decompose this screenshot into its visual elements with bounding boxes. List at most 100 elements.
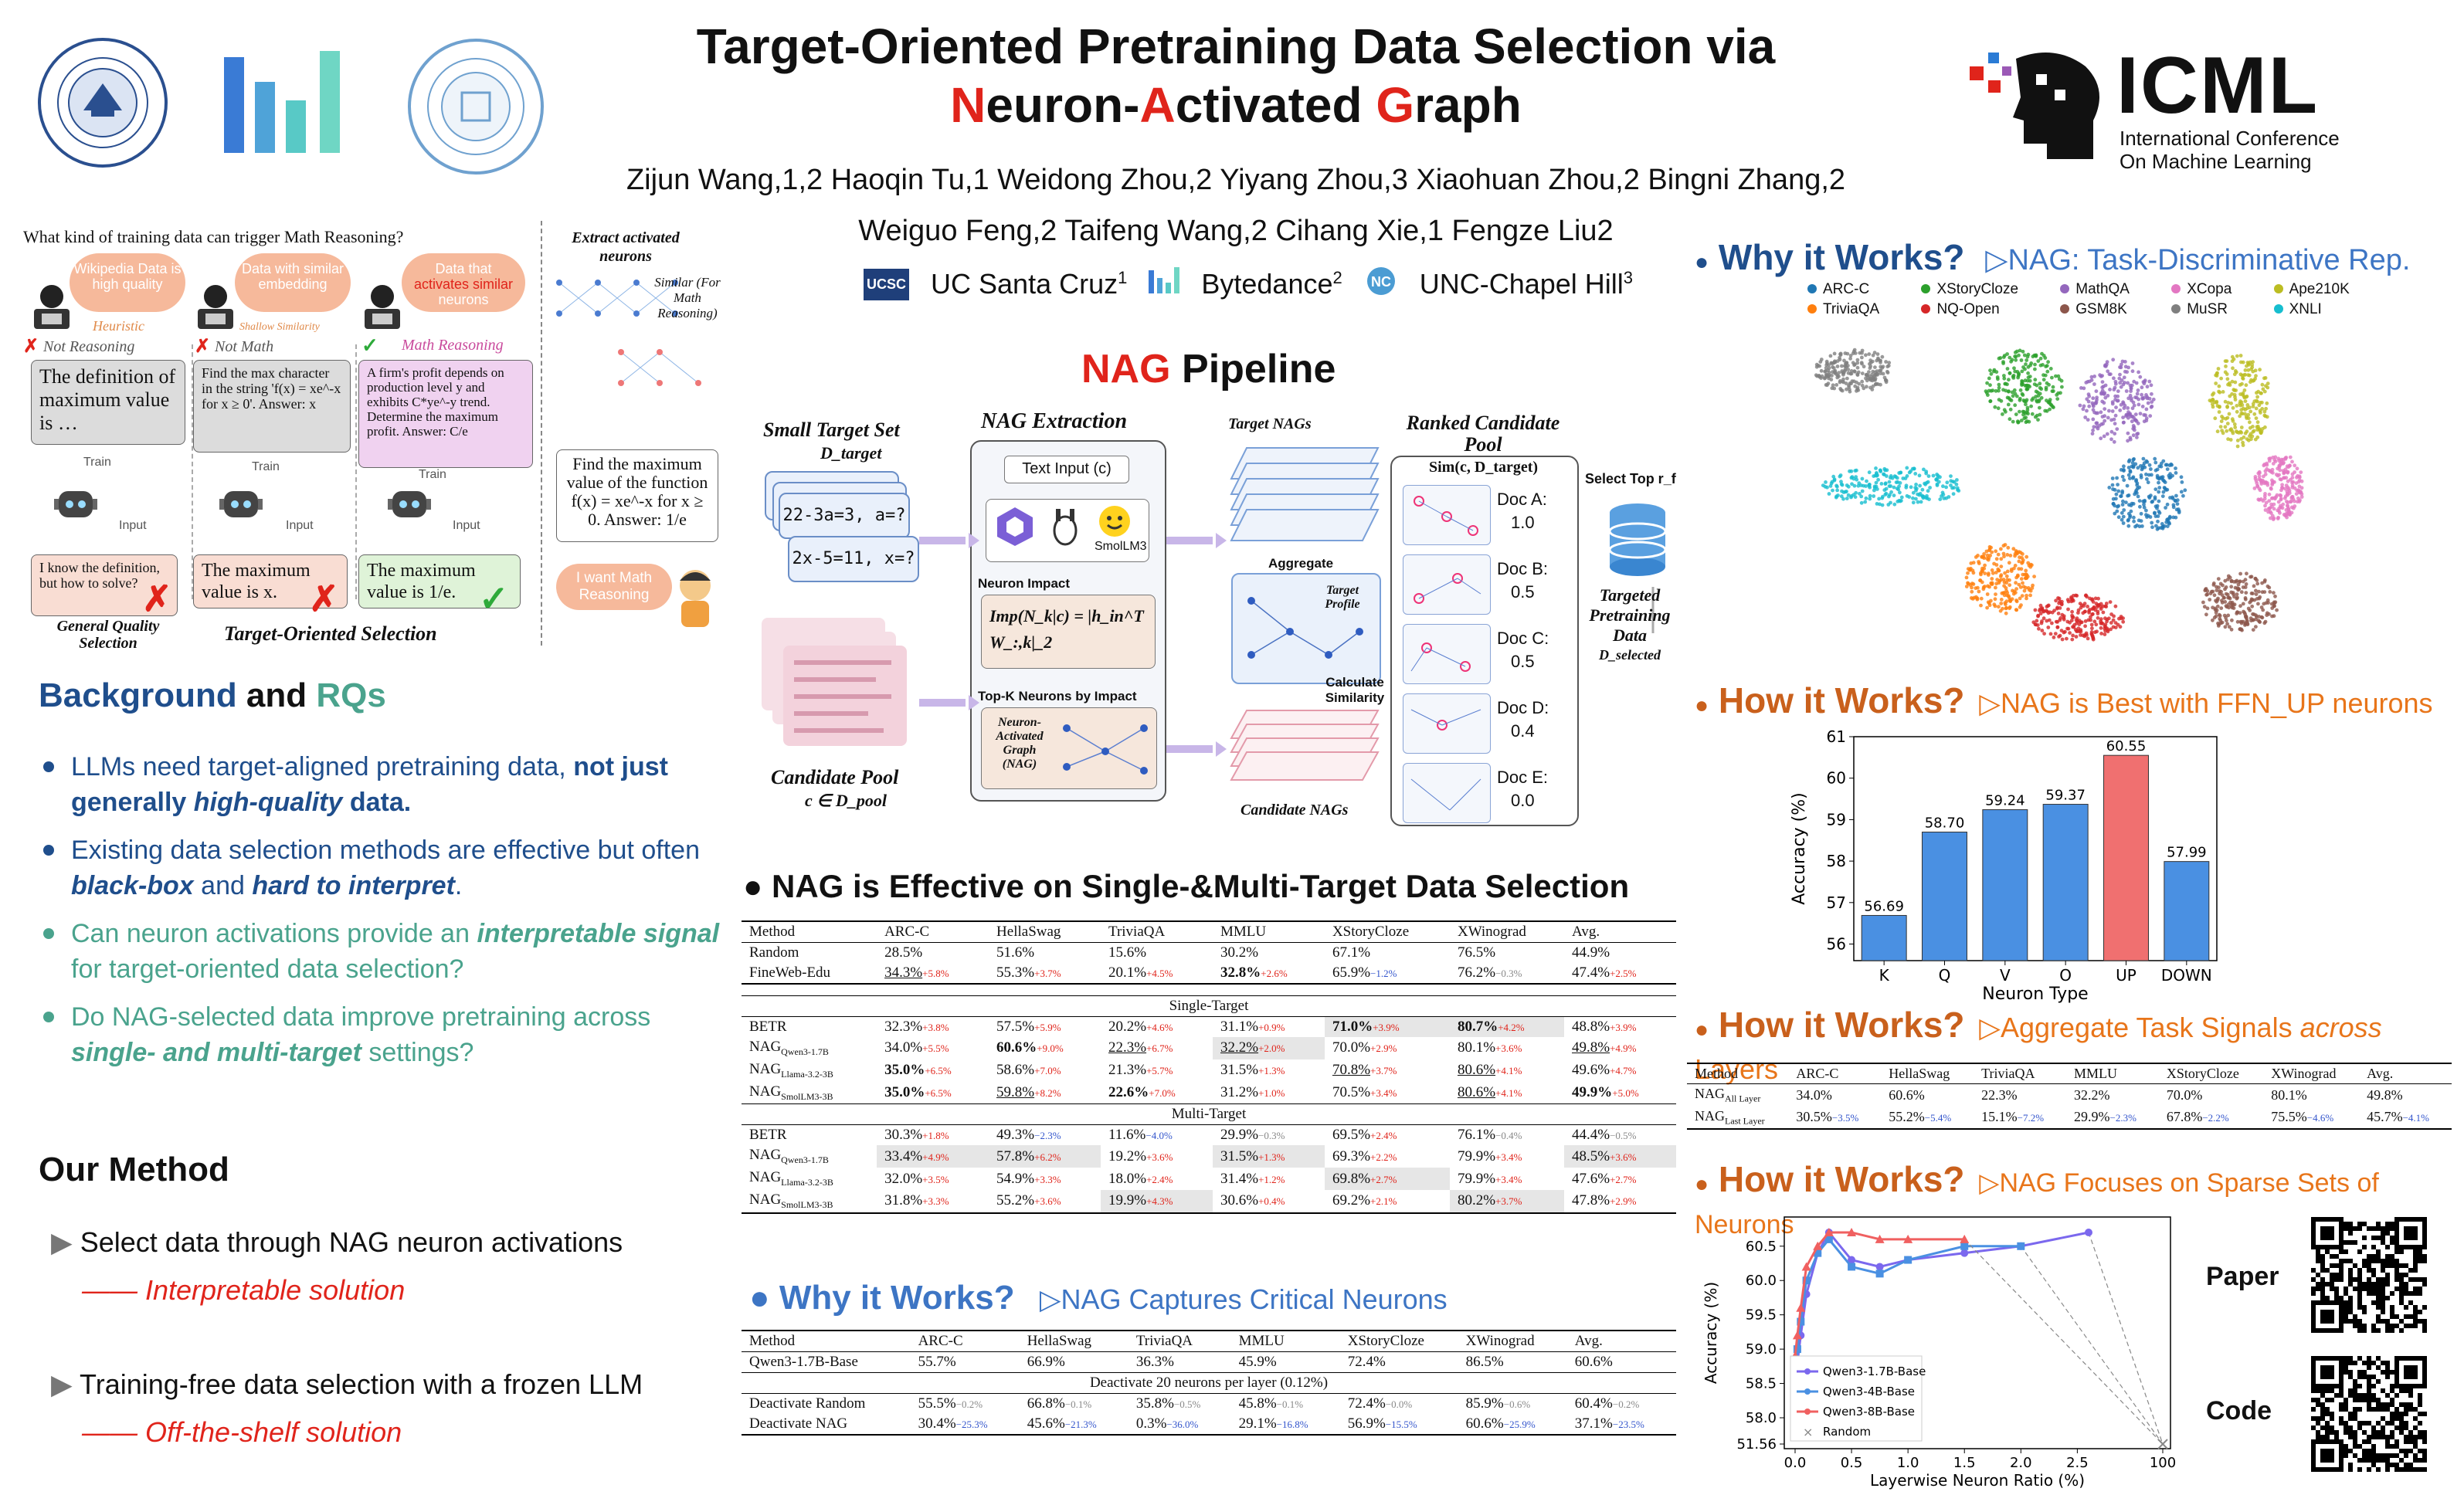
- tsne-point: [2120, 489, 2125, 493]
- tsne-point: [2145, 395, 2150, 399]
- code-qr-code[interactable]: [2311, 1356, 2427, 1472]
- qr-module: [2339, 1296, 2344, 1300]
- tsne-cluster: [2252, 455, 2304, 521]
- qr-module: [2320, 1388, 2325, 1393]
- tsne-point: [1837, 371, 1841, 375]
- cloud-want: I want Math Reasoning: [556, 564, 672, 610]
- tsne-point: [1981, 554, 1986, 559]
- tsne-point: [2033, 622, 2038, 626]
- tsne-point: [2019, 567, 2024, 571]
- value-cell: 49.9%+5.0%: [1572, 1083, 1639, 1100]
- tsne-point: [2259, 391, 2263, 395]
- input-label: Input: [453, 519, 480, 532]
- tsne-point: [2258, 368, 2262, 372]
- tsne-point: [2235, 404, 2239, 408]
- tsne-point: [2014, 591, 2018, 595]
- tsne-point: [2225, 415, 2230, 420]
- select-top-label: Select Top r_f: [1585, 471, 1676, 486]
- tsne-point: [2202, 605, 2207, 609]
- tsne-point: [2116, 515, 2121, 520]
- tsne-point: [2156, 519, 2160, 524]
- tsne-point: [2025, 378, 2030, 383]
- qr-module: [2394, 1407, 2399, 1412]
- tsne-point: [2001, 412, 2004, 416]
- qr-module: [2376, 1458, 2381, 1463]
- database-icon: [1607, 502, 1668, 583]
- tsne-point: [1966, 571, 1970, 575]
- qr-module: [2357, 1249, 2362, 1254]
- tsne-point: [1935, 476, 1940, 481]
- paper-qr-code[interactable]: [2311, 1217, 2427, 1333]
- tsne-point: [2116, 389, 2120, 393]
- tsne-point: [2089, 375, 2094, 379]
- qr-module: [2362, 1328, 2367, 1333]
- tsne-point: [2024, 410, 2029, 415]
- tsne-point: [1826, 381, 1831, 385]
- qr-module: [2362, 1236, 2367, 1240]
- tsne-point: [1944, 485, 1948, 490]
- tsne-point: [2074, 593, 2078, 598]
- data-point: [1848, 1263, 1856, 1271]
- qr-module: [2422, 1439, 2427, 1444]
- qr-module: [2376, 1254, 2381, 1259]
- qr-module: [2385, 1296, 2390, 1300]
- qr-module: [2418, 1430, 2422, 1435]
- tsne-point: [1984, 389, 1988, 393]
- qr-module: [2399, 1319, 2404, 1324]
- qr-module: [2357, 1226, 2362, 1231]
- tsne-point: [2018, 605, 2022, 609]
- qr-module: [2385, 1393, 2390, 1398]
- tsne-point: [2105, 432, 2109, 436]
- tsne-point: [2264, 406, 2268, 411]
- tsne-point: [2113, 432, 2117, 436]
- value-cell: 29.9%−0.3%: [1220, 1127, 1285, 1144]
- extract-label: Extract activated neurons: [572, 229, 680, 265]
- qr-module: [2408, 1277, 2413, 1282]
- value-cell: 70.8%+3.7%: [1332, 1062, 1397, 1079]
- tsne-point: [1871, 353, 1875, 358]
- tsne-point: [2109, 372, 2113, 376]
- column-header: HellaSwag: [1019, 1330, 1128, 1352]
- doc-list: Doc A: 1.0 Doc B: 0.5 Doc C: 0.5 Doc D: …: [1403, 482, 1565, 825]
- value-cell: 70.5%+3.4%: [1332, 1083, 1397, 1100]
- tsne-point: [2160, 522, 2164, 526]
- tsne-point: [2113, 604, 2118, 609]
- qr-module: [2418, 1254, 2422, 1259]
- tsne-point: [2265, 381, 2270, 385]
- nag-graph-icon: [1063, 724, 1148, 775]
- tsne-point: [1990, 581, 1994, 586]
- qr-module: [2344, 1421, 2348, 1426]
- candidate-pool-label: Candidate Pool: [771, 766, 899, 788]
- tsne-point: [2133, 395, 2137, 399]
- bar-value-label: 60.55: [2106, 738, 2147, 754]
- qr-module: [2348, 1231, 2353, 1236]
- qr-module: [2376, 1314, 2381, 1319]
- qr-module: [2408, 1439, 2413, 1444]
- tsne-point: [1986, 573, 1991, 577]
- tsne-point: [2007, 378, 2011, 382]
- tsne-point: [1985, 553, 1990, 558]
- tsne-point: [2070, 637, 2075, 642]
- legend-marker: [1804, 1368, 1811, 1375]
- tsne-point: [1839, 494, 1844, 499]
- qr-module: [2362, 1453, 2367, 1458]
- tsne-point: [2162, 486, 2167, 490]
- qr-module: [2320, 1296, 2325, 1300]
- tsne-point: [2235, 592, 2239, 596]
- tsne-point: [2235, 439, 2240, 442]
- tsne-point: [1814, 364, 1819, 369]
- tsne-point: [2238, 354, 2243, 358]
- tsne-point: [2082, 386, 2086, 391]
- tsne-point: [2099, 632, 2103, 636]
- y-tick-label: 51.56: [1736, 1436, 1777, 1453]
- tsne-point: [1888, 493, 1892, 497]
- tsne-point: [1848, 354, 1853, 358]
- qr-module: [2367, 1439, 2371, 1444]
- tsne-point: [2004, 606, 2008, 611]
- tsne-point: [2231, 431, 2235, 436]
- tsne-point: [2238, 383, 2242, 387]
- qr-module: [2371, 1449, 2376, 1453]
- value-cell: 69.5%+2.4%: [1332, 1127, 1397, 1144]
- value-cell: 85.9%−0.6%: [1465, 1395, 1531, 1412]
